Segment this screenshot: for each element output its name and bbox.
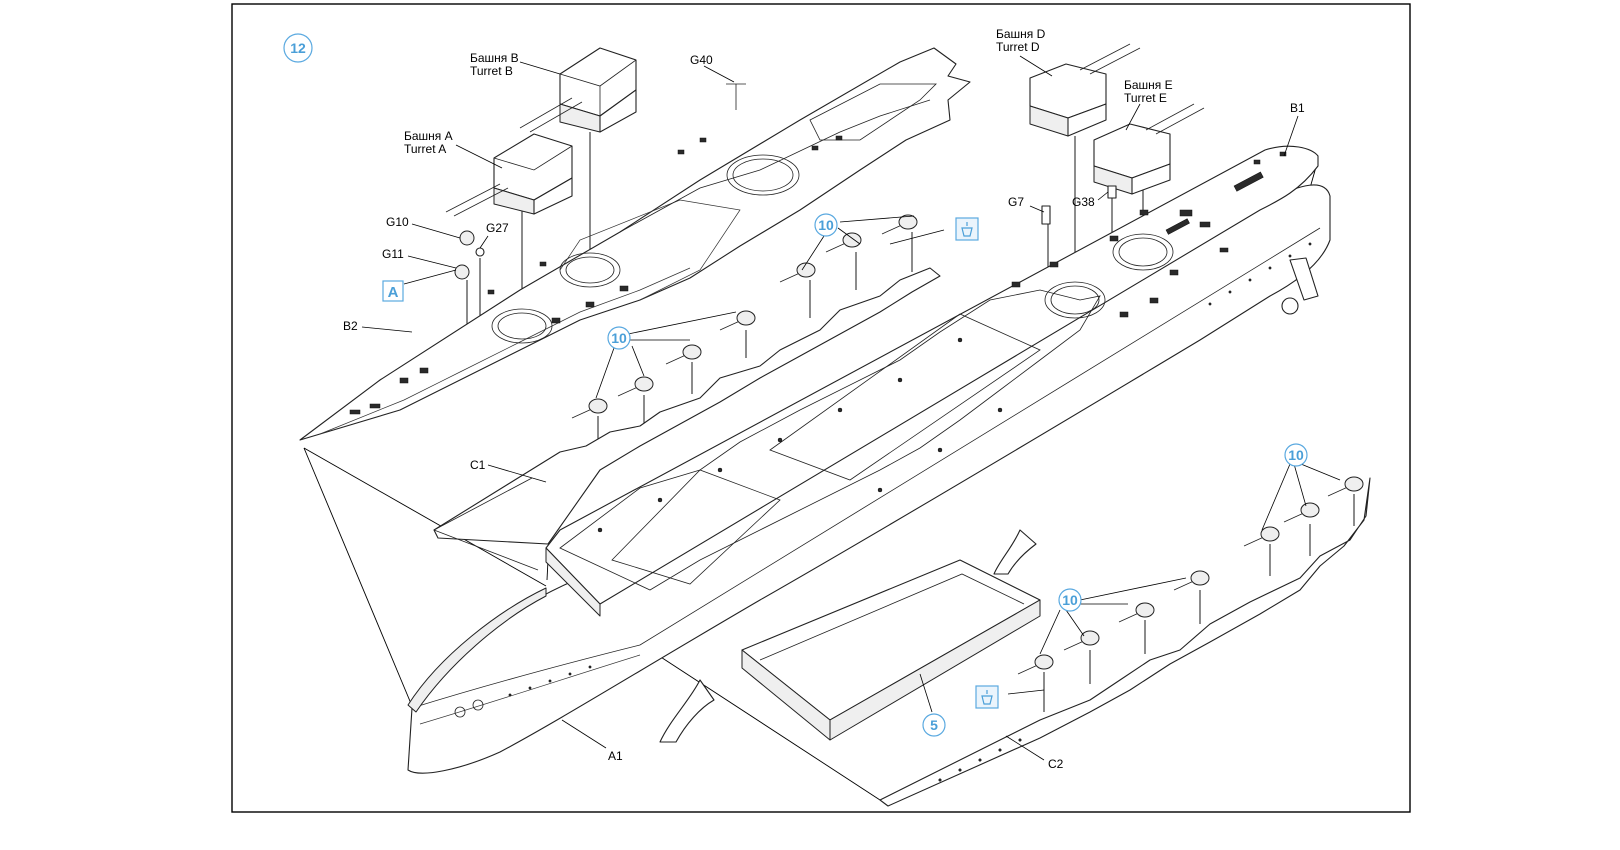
part-g40-label: G40 [690, 53, 713, 67]
turret-a-label-en: Turret A [404, 142, 446, 156]
glue-icon [889, 217, 979, 245]
casemate-gun [1017, 654, 1054, 675]
reference-box-a: A [382, 269, 457, 302]
deck-b2 [299, 47, 971, 441]
part-g27-label: G27 [486, 221, 509, 235]
b2-deck-fittings [349, 135, 843, 415]
turret-a [445, 133, 573, 217]
part-a1-label: A1 [608, 749, 623, 763]
part-c2-label: C2 [1048, 757, 1064, 771]
diagram-frame [231, 3, 1411, 813]
reference-5: 5 [919, 673, 946, 737]
c2-portholes [938, 738, 1022, 782]
turret-d-label-ru: Башня D [996, 27, 1046, 41]
casemate-gun [1327, 476, 1364, 497]
reference-10-lower: 10 [1039, 577, 1187, 655]
turret-d [1029, 43, 1141, 137]
turret-e-label-en: Turret E [1124, 91, 1167, 105]
turret-a-label-ru: Башня A [404, 129, 453, 143]
casemate-gun [779, 262, 816, 283]
casemate-gun [1283, 502, 1320, 523]
b1-deck-fittings [597, 151, 1287, 533]
step-number-badge: 12 [283, 33, 313, 63]
svg-text:12: 12 [290, 40, 306, 56]
casemate-gun [617, 376, 654, 397]
part-b2-label: B2 [343, 319, 358, 333]
casemate-gun [1243, 526, 1280, 547]
turret-b-label-en: Turret B [470, 64, 513, 78]
svg-text:10: 10 [1288, 447, 1304, 463]
casemate-guns [571, 214, 1364, 675]
casemate-gun [881, 214, 918, 235]
casemate-gun [1118, 602, 1155, 623]
turret-b [519, 47, 637, 133]
part-c1-label: C1 [470, 458, 486, 472]
casemate-gun [719, 310, 756, 331]
deck-b1 [545, 145, 1319, 617]
part-labels: Башня B Turret B Башня A Turret A G40 G1… [343, 27, 1305, 771]
casemate-gun [571, 398, 608, 419]
part-g38-label: G38 [1072, 195, 1095, 209]
turret-e [1093, 103, 1205, 195]
casemate-gun [665, 344, 702, 365]
reference-10-middle: 10 [595, 311, 737, 399]
turret-e-label-ru: Башня E [1124, 78, 1173, 92]
glue-icon [975, 685, 1045, 709]
part-g11-label: G11 [382, 247, 404, 261]
casemate-c2 [879, 477, 1371, 807]
svg-text:10: 10 [1062, 592, 1078, 608]
svg-text:A: A [388, 284, 399, 301]
svg-text:5: 5 [930, 717, 938, 733]
casemate-c1 [433, 267, 941, 571]
casemate-gun [1063, 630, 1100, 651]
svg-text:10: 10 [818, 217, 834, 233]
part-g7-label: G7 [1008, 195, 1024, 209]
small-parts [454, 83, 1117, 280]
part-b1-label: B1 [1290, 101, 1305, 115]
turret-d-label-en: Turret D [996, 40, 1040, 54]
reference-10-upper: 10 [801, 213, 915, 271]
turret-b-label-ru: Башня B [470, 51, 519, 65]
casemate-gun [1173, 570, 1210, 591]
hull-portholes [454, 242, 1312, 718]
reference-10-right: 10 [1261, 443, 1341, 531]
svg-text:10: 10 [611, 330, 627, 346]
casemate-gun [825, 232, 862, 253]
part-g10-label: G10 [386, 215, 409, 229]
